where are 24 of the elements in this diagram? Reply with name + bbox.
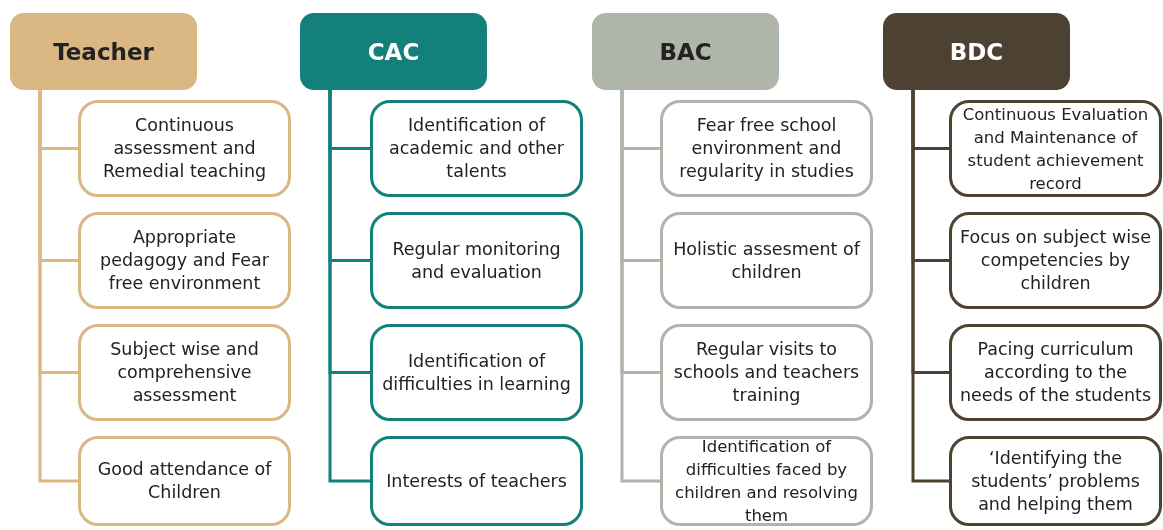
connector-line bbox=[328, 90, 370, 483]
item-box: Identification of academic and other talents bbox=[370, 100, 583, 197]
header-box: BDC bbox=[883, 13, 1070, 90]
connector-line bbox=[911, 90, 949, 483]
connector-line bbox=[620, 90, 660, 483]
item-box: Identification of difficulties faced by children and resolving them bbox=[660, 436, 873, 526]
item-box: Holistic assesment of children bbox=[660, 212, 873, 309]
item-box: ‘Identifying the students’ problems and helping them bbox=[949, 436, 1162, 526]
header-box: BAC bbox=[592, 13, 779, 90]
item-box: Continuous assessment and Remedial teaching bbox=[78, 100, 291, 197]
item-box: Subject wise and comprehensive assessment bbox=[78, 324, 291, 421]
item-box: Good attendance of Children bbox=[78, 436, 291, 526]
item-box: Appropriate pedagogy and Fear free environment bbox=[78, 212, 291, 309]
header-box: CAC bbox=[300, 13, 487, 90]
header-box: Teacher bbox=[10, 13, 197, 90]
item-box: Regular monitoring and evaluation bbox=[370, 212, 583, 309]
item-box: Identification of difficulties in learning bbox=[370, 324, 583, 421]
item-box: Continuous Evaluation and Maintenance of student achievement record bbox=[949, 100, 1162, 197]
item-box: Fear free school environment and regularity in studies bbox=[660, 100, 873, 197]
item-box: Interests of teachers bbox=[370, 436, 583, 526]
item-box: Focus on subject wise competencies by children bbox=[949, 212, 1162, 309]
connector-line bbox=[38, 90, 78, 483]
item-box: Regular visits to schools and teachers training bbox=[660, 324, 873, 421]
item-box: Pacing curriculum according to the needs of the students bbox=[949, 324, 1162, 421]
